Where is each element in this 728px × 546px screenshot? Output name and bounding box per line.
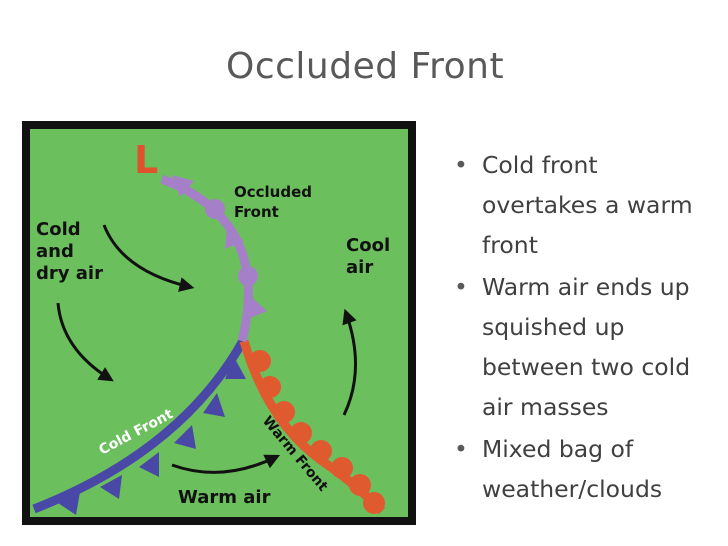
- cold-dry-air-label: Cold and dry air: [36, 219, 103, 284]
- bullet-item: • Mixed bag of weather/clouds: [448, 429, 713, 509]
- bullet-dot: •: [454, 151, 468, 179]
- occluded-front-symbols: [172, 175, 267, 319]
- bullet-text: Mixed bag of weather/clouds: [482, 435, 663, 503]
- arrow-icon: [342, 308, 358, 416]
- cold-front-line: [32, 336, 248, 514]
- map-background: [22, 121, 416, 525]
- arrow-icons: [56, 224, 358, 474]
- occluded-front-label: Occluded Front: [234, 183, 317, 221]
- cold-front-triangles: [58, 357, 246, 515]
- bullet-dot: •: [454, 435, 468, 463]
- bullet-dot: •: [454, 273, 468, 301]
- bullet-list: • Cold front overtakes a warm front • Wa…: [448, 145, 713, 511]
- bullet-item: • Cold front overtakes a warm front: [448, 145, 713, 265]
- low-pressure-marker: L: [134, 138, 158, 182]
- cool-air-label: Cool air: [346, 235, 396, 278]
- slide-title: Occluded Front: [226, 46, 505, 87]
- arrow-icon: [56, 302, 114, 382]
- bullet-text: Cold front overtakes a warm front: [482, 151, 693, 259]
- arrow-icon: [102, 224, 195, 292]
- arrow-icon: [171, 454, 281, 474]
- bullet-item: • Warm air ends up squished up between t…: [448, 267, 713, 427]
- bullet-text: Warm air ends up squished up between two…: [482, 273, 691, 421]
- warm-front-semicircles: [249, 350, 385, 514]
- occluded-front-diagram: L Occluded Front Cold and dry ai: [22, 121, 416, 525]
- warm-air-label: Warm air: [178, 487, 271, 508]
